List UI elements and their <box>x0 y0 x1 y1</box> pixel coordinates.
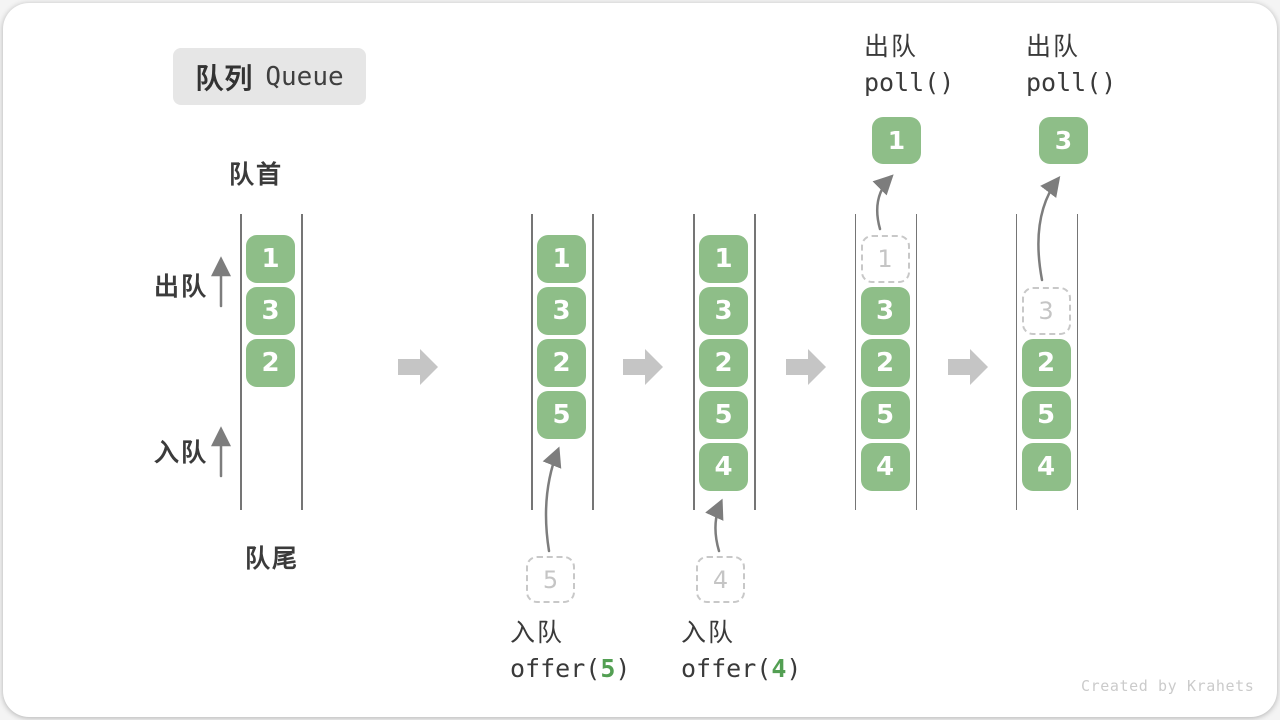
queue-5-cell-5: 5 <box>1021 391 1071 439</box>
enqueue-ghost-5: 5 <box>526 556 575 603</box>
queue-4-cell-2: 2 <box>860 339 910 387</box>
queue-4-cell-4: 4 <box>860 443 910 491</box>
queue-5-cell-2: 2 <box>1021 339 1071 387</box>
title-badge: 队列 Queue <box>173 48 366 105</box>
enqueue-ghost-4-value: 4 <box>712 565 729 594</box>
code-prefix: offer( <box>681 654 772 683</box>
rear-label: 队尾 <box>245 544 300 573</box>
code-arg: 5 <box>600 654 616 683</box>
step-arrow-4 <box>948 349 988 385</box>
enqueue-op-1-code: offer(5) <box>510 651 630 687</box>
queue-3-right-line <box>754 214 756 510</box>
step-arrow-1 <box>398 349 438 385</box>
dequeue-op-1-label: 出队 <box>864 32 919 61</box>
queue-2-cell-3: 3 <box>537 287 586 335</box>
step-arrow-3 <box>786 349 826 385</box>
dequeue-value-2-text: 3 <box>1054 126 1073 155</box>
step-arrow-2 <box>623 349 663 385</box>
queue-3-cell-1: 1 <box>699 235 748 283</box>
enqueue-ghost-4: 4 <box>696 556 745 603</box>
enqueue-arrow-5 <box>542 446 562 553</box>
dequeue-op-1: 出队 poll() <box>864 29 954 101</box>
queue-2-left-line <box>531 214 533 510</box>
queue-4-cell-5: 5 <box>860 391 910 439</box>
queue-1-cell-3: 3 <box>246 287 295 335</box>
queue-4-right-line <box>915 214 918 510</box>
dequeue-op-1-code: poll() <box>864 68 955 97</box>
queue-4-cell-3: 3 <box>860 287 910 335</box>
code-suffix: ) <box>615 654 631 683</box>
enqueue-op-1-label: 入队 <box>510 618 565 647</box>
front-label: 队首 <box>229 160 284 189</box>
enqueue-op-2: 入队 offer(4) <box>681 615 801 687</box>
queue-2-cell-1: 1 <box>537 235 586 283</box>
dequeue-op-2-code: poll() <box>1026 68 1117 97</box>
dequeue-arrow-1 <box>872 174 894 231</box>
queue-2-right-line <box>592 214 594 510</box>
dequeue-value-1: 1 <box>872 117 921 164</box>
queue-4-left-line <box>854 214 857 510</box>
queue-3-cell-5: 5 <box>699 391 748 439</box>
queue-5-ghost-3: 3 <box>1021 287 1071 335</box>
dequeue-arrow-3 <box>1037 176 1061 282</box>
enqueue-op-2-code: offer(4) <box>681 651 801 687</box>
queue-2-cell-2: 2 <box>537 339 586 387</box>
queue-1-left-line <box>240 214 242 510</box>
enqueue-op-2-label: 入队 <box>681 618 736 647</box>
enqueue-arrow-4 <box>705 498 724 553</box>
queue-3-cell-2: 2 <box>699 339 748 387</box>
dequeue-value-1-text: 1 <box>887 126 906 155</box>
title-chinese: 队列 <box>195 61 254 95</box>
queue-4-ghost-1: 1 <box>860 235 910 283</box>
queue-1-cell-2: 2 <box>246 339 295 387</box>
dequeue-op-2-label: 出队 <box>1026 32 1081 61</box>
arrows-layer <box>211 174 1061 553</box>
enqueue-ghost-5-value: 5 <box>542 565 559 594</box>
enqueue-op-1: 入队 offer(5) <box>510 615 630 687</box>
enqueue-side-label: 入队 <box>154 438 209 467</box>
code-suffix: ) <box>786 654 802 683</box>
watermark: Created by Krahets <box>1081 677 1255 695</box>
queue-1-cell-1: 1 <box>246 235 295 283</box>
queue-1-right-line <box>301 214 303 510</box>
title-english: Queue <box>265 61 344 92</box>
dequeue-op-2: 出队 poll() <box>1026 29 1116 101</box>
queue-5-cell-4: 4 <box>1021 443 1071 491</box>
queue-5-left-line <box>1015 214 1018 510</box>
queue-2-cell-5: 5 <box>537 391 586 439</box>
queue-5-right-line <box>1076 214 1079 510</box>
code-prefix: offer( <box>510 654 601 683</box>
dequeue-side-label: 出队 <box>154 272 209 301</box>
code-arg: 4 <box>771 654 787 683</box>
queue-3-left-line <box>693 214 695 510</box>
queue-3-cell-3: 3 <box>699 287 748 335</box>
queue-3-cell-4: 4 <box>699 443 748 491</box>
dequeue-value-2: 3 <box>1039 117 1088 164</box>
